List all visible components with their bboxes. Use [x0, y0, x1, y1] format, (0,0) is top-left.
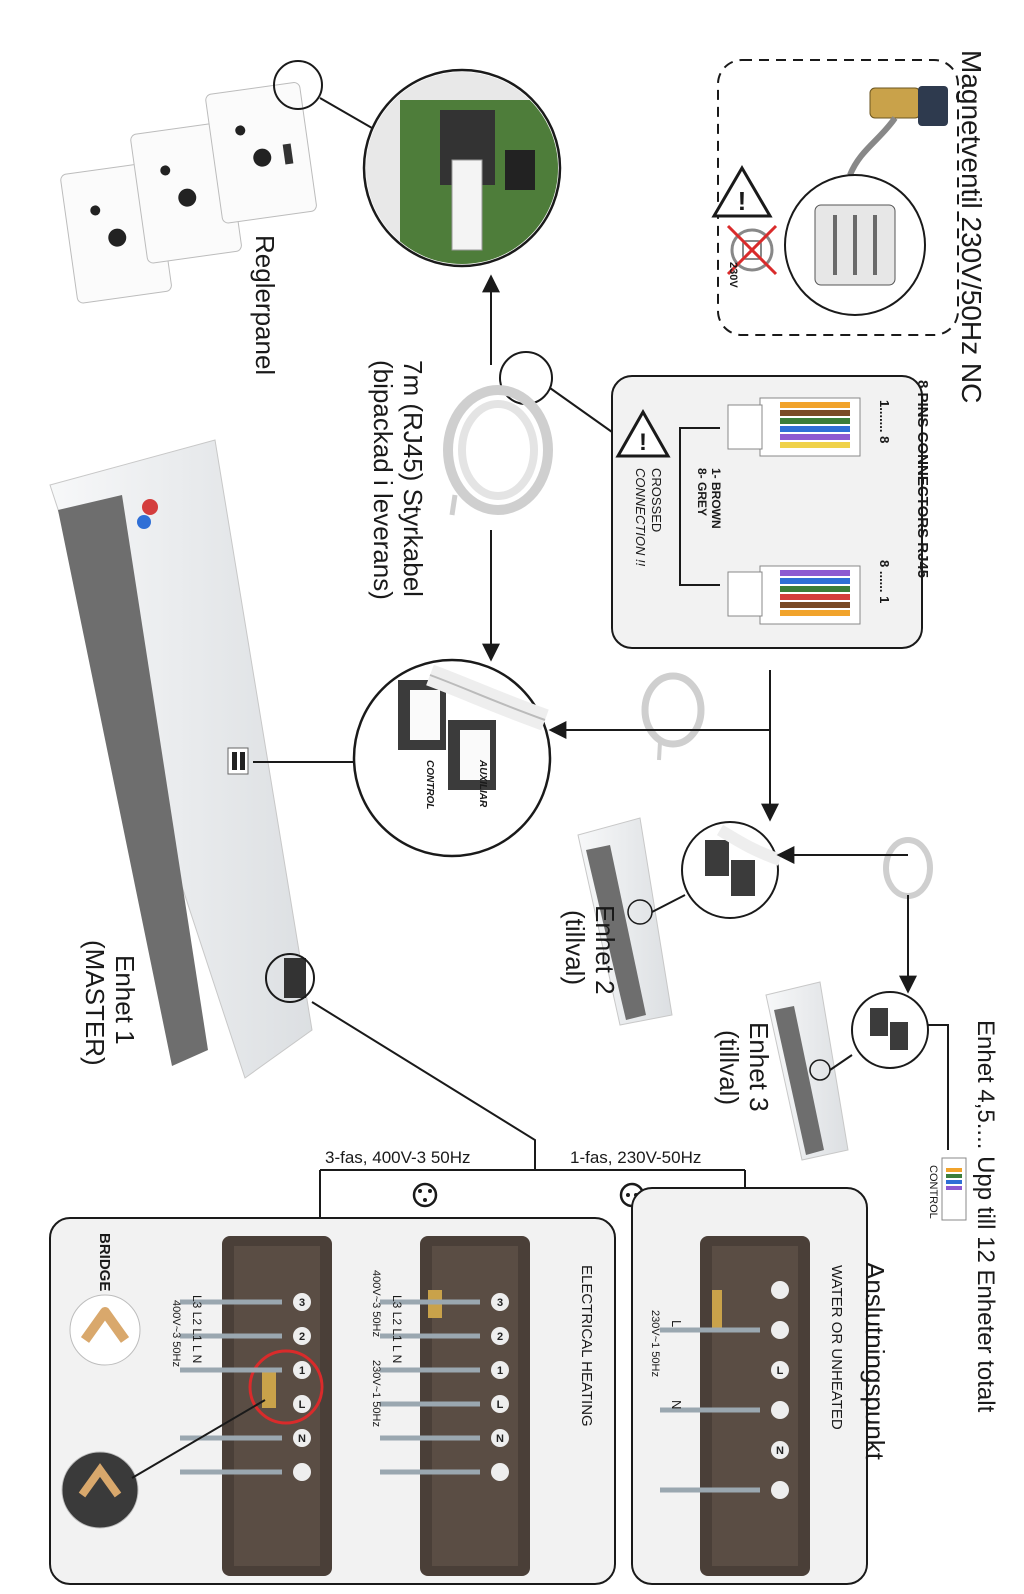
grey-label: 8- GREY	[695, 468, 709, 516]
bridge-installed-zoom	[61, 1451, 139, 1529]
t2-conductor-labels: L3 L2 L1 L N	[390, 1295, 404, 1363]
enhet1-label-1: Enhet 1	[110, 955, 140, 1045]
crossed-label-2: CONNECTION !!	[633, 468, 648, 567]
enhet2-label-2: (tillval)	[560, 910, 590, 985]
no-plug-icon: 230V	[726, 224, 778, 288]
terminal-number: L	[497, 1399, 504, 1411]
voltage-230v-label: 230V	[727, 262, 739, 288]
fas3-label: 3-fas, 400V-3 50Hz	[325, 1148, 471, 1167]
rj45-plug-icon	[941, 1157, 967, 1221]
panel-port-marker	[273, 60, 323, 110]
terminal-screws: 3 2 1 L N	[293, 1293, 311, 1481]
rj45-plug-icon	[727, 397, 861, 457]
unit-2	[577, 817, 783, 1026]
svg-text:!: !	[639, 429, 647, 456]
t3-volt-label: 400V~3 50Hz	[170, 1300, 182, 1367]
t2-volt-b: 230V~1 50Hz	[370, 1360, 382, 1427]
power-socket-icon	[412, 1182, 438, 1208]
terminal-number: 2	[497, 1331, 503, 1343]
terminal-number: 1	[299, 1365, 305, 1377]
magnetventil-box: ! 230V Magnetventil 230V/50Hz NC	[711, 50, 987, 403]
anslutningspunkt-label: Anslutningspunkt	[860, 1262, 890, 1461]
terminal-number: 2	[299, 1331, 305, 1343]
terminal-number: 1	[497, 1365, 503, 1377]
control-small-label: CONTROL	[927, 1165, 939, 1219]
enhet-total-label: Enhet 4,5.... Upp till 12 Enheter totalt	[972, 1020, 999, 1413]
electrical-heating-label: ELECTRICAL HEATING	[578, 1265, 595, 1427]
enhet1-label-2: (MASTER)	[80, 940, 110, 1066]
cable-coil-icon	[883, 837, 933, 899]
rj45-plug-icon	[727, 565, 861, 625]
terminal-number: L	[299, 1399, 306, 1411]
t1-label-n: N	[669, 1400, 684, 1409]
unit-3	[765, 981, 949, 1161]
terminal-number: N	[776, 1445, 784, 1457]
control-label: CONTROL	[424, 760, 435, 809]
cable-coil-icon	[443, 385, 553, 516]
terminal-number: N	[496, 1433, 504, 1445]
cable-coil-icon	[641, 672, 705, 761]
terminal-panel-three-phase: ELECTRICAL HEATING 3 2 1 L N L3 L2 L1 L …	[49, 1217, 616, 1585]
crossed-label-1: CROSSED	[649, 468, 664, 532]
water-unheated-label: WATER OR UNHEATED	[828, 1265, 845, 1430]
enhet2-label-1: Enhet 2	[590, 905, 620, 995]
pins-right-label: 8 ...... 1	[877, 560, 892, 603]
terminal-screws: 3 2 1 L N	[491, 1293, 509, 1481]
terminal-panel-single-phase: Anslutningspunkt WATER OR UNHEATED L N L…	[631, 1187, 890, 1585]
cable-label-2: (bipackad i leverans)	[368, 360, 398, 600]
bridge-part-zoom	[69, 1294, 141, 1366]
t1-volt-label: 230V~1 50Hz	[649, 1310, 661, 1377]
terminal-number: L	[777, 1365, 784, 1377]
pins-title: 8 PINS CONNECTORS RJ45	[914, 380, 931, 578]
fas1-label: 1-fas, 230V-50Hz	[570, 1148, 701, 1167]
rj45-pins-box: 8 PINS CONNECTORS RJ45 1....... 8 8 ....…	[611, 375, 931, 649]
warning-icon: !	[615, 408, 671, 458]
enhet3-label-1: Enhet 3	[744, 1022, 774, 1112]
terminal-number: 3	[299, 1297, 305, 1309]
terminal-number: N	[298, 1433, 306, 1445]
bridge-highlight-ring	[248, 1349, 324, 1425]
magnetventil-label: Magnetventil 230V/50Hz NC	[956, 50, 987, 403]
enhet3-label-2: (tillval)	[714, 1030, 744, 1105]
reglerpanel-label: Reglerpanel	[250, 235, 280, 375]
brown-label: 1- BROWN	[709, 468, 723, 529]
t2-volt-a: 400V~3 50Hz	[370, 1270, 382, 1337]
master-power-marker	[265, 953, 315, 1003]
terminal-number: 3	[497, 1297, 503, 1309]
t3-conductor-labels: L3 L2 L1 L N	[190, 1295, 204, 1363]
unit-master	[49, 439, 315, 1079]
panel-board-zoom	[362, 68, 562, 268]
cable-label-1: 7m (RJ45) Styrkabel	[398, 360, 428, 597]
regler-panels: Reglerpanel	[60, 60, 373, 375]
svg-text:!: !	[738, 186, 747, 216]
auxiliar-label: AUXILIAR	[477, 759, 488, 808]
master-port-zoom: AUXILIAR CONTROL	[352, 658, 552, 858]
warning-icon: !	[711, 165, 773, 218]
pins-left-label: 1....... 8	[877, 400, 892, 443]
t1-label-l: L	[669, 1320, 684, 1327]
terminal-screws: L N	[771, 1281, 789, 1499]
solenoid-valve	[847, 86, 948, 177]
